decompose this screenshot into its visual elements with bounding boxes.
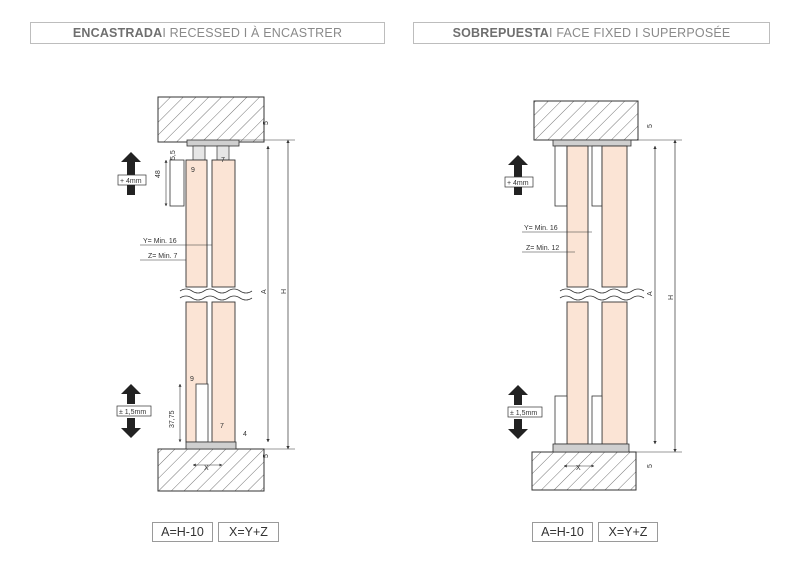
formula-x-right: X=Y+Z bbox=[598, 522, 658, 542]
side-frame-right-1 bbox=[554, 145, 568, 207]
dim-9-top-left: 9 bbox=[191, 167, 195, 174]
header-face-fixed-rest: I FACE FIXED I SUPERPOSÉE bbox=[549, 26, 731, 40]
dim-5-bottom-left: 5 bbox=[263, 454, 270, 458]
adjust-bottom-label-left: ± 1,5mm bbox=[119, 409, 146, 416]
bottom-guide-right-2 bbox=[591, 395, 603, 445]
label-z-left: Z= Min. 7 bbox=[148, 253, 177, 260]
door-panel-left-2-lower bbox=[211, 301, 236, 443]
ceiling-block-right bbox=[533, 100, 639, 141]
dim-5-bottom-right: 5 bbox=[647, 464, 654, 468]
header-recessed-rest: I RECESSED I À ENCASTRER bbox=[162, 26, 343, 40]
break-line-left-1 bbox=[179, 288, 253, 294]
floor-block-left bbox=[157, 448, 265, 492]
header-recessed-bold: ENCASTRADA bbox=[72, 26, 163, 40]
label-x-left: X bbox=[204, 465, 209, 472]
dim-48-left: 48 bbox=[155, 170, 162, 178]
top-rail-left bbox=[186, 139, 240, 147]
adjust-top-label-right: + 4mm bbox=[507, 180, 529, 187]
label-z-right: Z= Min. 12 bbox=[526, 245, 559, 252]
label-y-right: Y= Min. 16 bbox=[524, 225, 558, 232]
label-a-right: A bbox=[647, 291, 654, 296]
adjust-updown-arrow-icon-right: ± 1,5mm bbox=[507, 385, 543, 439]
side-frame-left bbox=[169, 159, 185, 207]
header-recessed: ENCASTRADA I RECESSED I À ENCASTRER bbox=[30, 22, 385, 44]
formula-x-left: X=Y+Z bbox=[218, 522, 279, 542]
face-fixed-diagram: 5 Y= Min. 16 Z= Min. 12 A H 5 X + 4mm ± … bbox=[504, 100, 682, 491]
header-face-fixed-bold: SOBREPUESTA bbox=[452, 26, 549, 40]
label-a-left: A bbox=[261, 289, 268, 294]
door-panel-right-1-lower bbox=[566, 301, 589, 445]
dim-4-left: 4 bbox=[243, 431, 247, 438]
dim-5-top-left: 5 bbox=[263, 121, 270, 125]
break-line-right-2 bbox=[559, 295, 645, 301]
label-y-left: Y= Min. 16 bbox=[143, 238, 177, 245]
door-panel-right-1-upper bbox=[566, 145, 589, 288]
floor-block-right bbox=[531, 451, 637, 491]
adjust-updown-arrow-icon-left: ± 1,5mm bbox=[116, 384, 152, 438]
adjust-top-label-left: + 4mm bbox=[120, 178, 142, 185]
dim-7-top-left: 7 bbox=[221, 157, 225, 164]
side-frame-right-2 bbox=[591, 145, 603, 207]
dim-37-75-left: 37,75 bbox=[169, 410, 176, 428]
formula-a-right: A=H-10 bbox=[532, 522, 593, 542]
ceiling-block-left bbox=[157, 96, 265, 143]
header-face-fixed: SOBREPUESTA I FACE FIXED I SUPERPOSÉE bbox=[413, 22, 770, 44]
break-line-left-2 bbox=[179, 295, 253, 301]
door-panel-right-2-upper bbox=[601, 145, 628, 288]
label-h-left: H bbox=[281, 289, 288, 294]
door-panel-right-2-lower bbox=[601, 301, 628, 445]
label-h-right: H bbox=[668, 295, 675, 300]
dim-7-bottom-left: 7 bbox=[220, 423, 224, 430]
label-x-right: X bbox=[576, 465, 581, 472]
top-rail-right bbox=[552, 139, 632, 147]
bottom-guide-left bbox=[195, 383, 209, 443]
break-line-right-1 bbox=[559, 288, 645, 294]
dim-9-bottom-left: 9 bbox=[190, 376, 194, 383]
adjust-up-arrow-icon-right: + 4mm bbox=[504, 155, 534, 195]
adjust-up-arrow-icon-left: + 4mm bbox=[117, 152, 147, 195]
formula-a-left: A=H-10 bbox=[152, 522, 213, 542]
recessed-diagram: 5 5,5 48 9 7 Y= Min. 16 Z= Min. 7 A H 9 … bbox=[116, 96, 295, 492]
top-carrier-left-1 bbox=[192, 145, 206, 161]
bottom-rail-left bbox=[185, 441, 237, 450]
door-panel-left-2-upper bbox=[211, 159, 236, 288]
adjust-bottom-label-right: ± 1,5mm bbox=[510, 410, 537, 417]
bottom-guide-right-1 bbox=[554, 395, 568, 445]
dim-5-top-right: 5 bbox=[647, 124, 654, 128]
door-panel-left-1-upper bbox=[185, 159, 208, 288]
bottom-rail-right bbox=[552, 443, 630, 453]
dim-5-5-left: 5,5 bbox=[170, 150, 177, 160]
